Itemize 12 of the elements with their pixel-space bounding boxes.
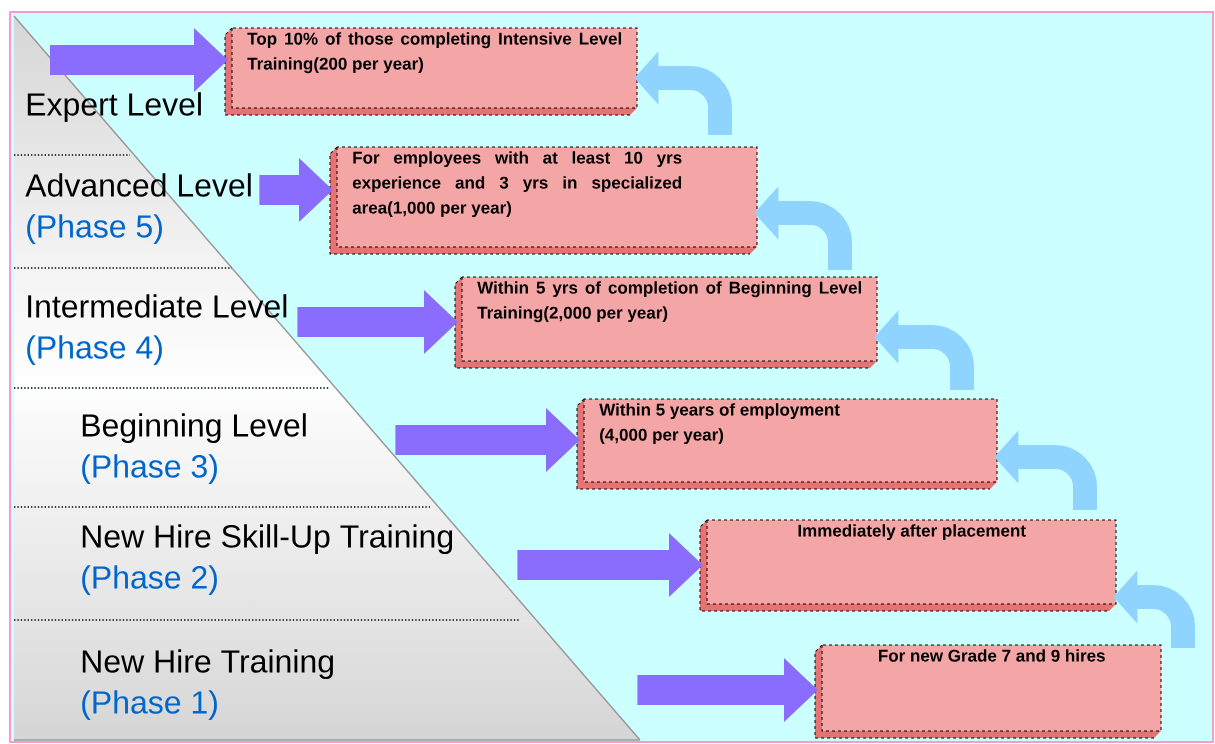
requirement-box: Within 5 years of employment (4,000 per year) [576,398,998,490]
requirement-box: Top 10% of those completing Intensive Level Training(200 per year) [224,27,638,116]
requirement-box: For employees with at least 10 yrs experience and 3 yrs in specialized area(1,000 per year) [329,146,758,255]
requirement-box: For new Grade 7 and 9 hires [814,644,1162,739]
level-band: Expert Level [13,15,201,156]
requirement-box: Within 5 yrs of completion of Beginning Level Training(2,000 per year) [454,276,878,369]
requirement-box: Immediately after placement [699,519,1117,612]
level-band: New Hire Training (Phase 1) [13,619,641,741]
level-band: Intermediate Level (Phase 4) [13,267,337,389]
level-band: Beginning Level (Phase 3) [13,387,440,508]
level-band: New Hire Skill-Up Training (Phase 2) [13,506,537,621]
level-band: Advanced Level (Phase 5) [13,154,251,269]
